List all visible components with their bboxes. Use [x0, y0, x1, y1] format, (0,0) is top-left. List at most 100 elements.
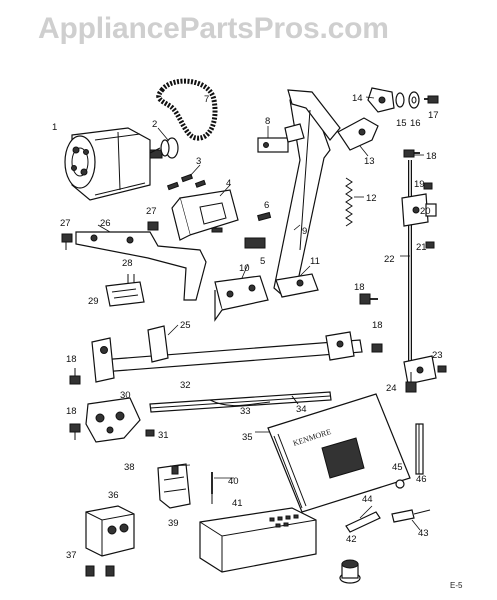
- spool-42: [339, 559, 361, 584]
- callout-17: 17: [428, 110, 439, 121]
- callout-45: 45: [392, 462, 403, 473]
- motor-bracket: [171, 189, 239, 241]
- link-11: [275, 273, 319, 298]
- screw-23: [437, 365, 447, 373]
- callout-20: 20: [420, 206, 431, 217]
- watermark: AppliancePartsPros.com: [38, 12, 389, 45]
- callout-18-left: 18: [66, 354, 77, 365]
- clamp-13: [337, 117, 379, 151]
- screw-18-mid: [359, 293, 378, 305]
- main-lever: [273, 89, 341, 296]
- callout-1: 1: [52, 122, 57, 133]
- callout-15: 15: [396, 118, 407, 129]
- callout-39: 39: [168, 518, 179, 529]
- callout-21: 21: [416, 242, 427, 253]
- vertical-shaft: [401, 160, 429, 370]
- callout-22: 22: [384, 254, 395, 265]
- callout-43: 43: [418, 528, 429, 539]
- callout-7: 7: [204, 94, 209, 105]
- callout-29: 29: [88, 296, 99, 307]
- washer-16: [408, 91, 420, 109]
- callout-30: 30: [120, 390, 131, 401]
- callout-14: 14: [352, 93, 363, 104]
- callout-16: 16: [410, 118, 421, 129]
- screw-27-left: [61, 233, 73, 250]
- spring: [345, 177, 353, 227]
- arm-26: [75, 231, 207, 301]
- callout-13: 13: [364, 156, 375, 167]
- screw-18-right: [371, 343, 383, 353]
- callout-12: 12: [366, 193, 377, 204]
- accessory-box: [199, 507, 317, 573]
- callout-8: 8: [265, 116, 270, 127]
- callout-38: 38: [124, 462, 135, 473]
- screws-6: [211, 211, 272, 233]
- callout-24: 24: [386, 383, 397, 394]
- screw-34: [291, 395, 299, 405]
- washer-15: [395, 92, 405, 108]
- nut-24: [405, 372, 417, 393]
- collar-20: [425, 203, 437, 217]
- callout-labels: 1 2 3 4 5 6 7 8 9 10 11 12 13 14 15 16 1…: [52, 93, 463, 590]
- callout-41: 41: [232, 498, 243, 509]
- manual: [267, 393, 411, 513]
- callout-44: 44: [362, 494, 373, 505]
- screws-3: [166, 173, 207, 191]
- callout-33: 33: [240, 406, 251, 417]
- screws-37: [85, 565, 115, 577]
- callout-32: 32: [180, 380, 191, 391]
- washer-45: [395, 479, 405, 489]
- page-number: E-5: [450, 581, 463, 590]
- washer-inner-16: [411, 96, 417, 104]
- callout-34: 34: [296, 404, 307, 415]
- callout-25: 25: [180, 320, 191, 331]
- screw-18-lower: [69, 423, 81, 440]
- clip: [244, 237, 266, 249]
- bobbin-box: [85, 505, 135, 557]
- callout-11: 11: [310, 256, 320, 267]
- callout-42: 42: [346, 534, 357, 545]
- feed-dog-29: [105, 281, 145, 307]
- screw-31: [145, 429, 155, 437]
- callout-36: 36: [108, 490, 119, 501]
- callout-5: 5: [260, 256, 265, 267]
- drive-belt: [156, 78, 218, 141]
- hook-assembly: [85, 397, 141, 443]
- bracket-8: [257, 137, 289, 153]
- crank-14: [367, 87, 395, 113]
- callout-26: 26: [100, 218, 111, 229]
- feed-crank: [403, 355, 437, 385]
- callout-28: 28: [122, 258, 133, 269]
- link-block: [214, 275, 269, 322]
- motor: [64, 127, 163, 201]
- leader-lines: [97, 96, 424, 531]
- callout-37: 37: [66, 550, 77, 561]
- callout-19: 19: [414, 179, 425, 190]
- rock-shaft: [91, 325, 363, 383]
- screw-18-top: [403, 149, 420, 158]
- callout-40: 40: [228, 476, 239, 487]
- callout-18-right: 18: [372, 320, 383, 331]
- callout-10: 10: [239, 263, 250, 274]
- callout-6: 6: [264, 200, 269, 211]
- hook-shaft: [149, 391, 332, 413]
- callout-46: 46: [416, 474, 427, 485]
- callout-23: 23: [432, 350, 443, 361]
- presser-foot: [157, 463, 191, 509]
- screw-27-right: [147, 221, 159, 231]
- callout-4: 4: [226, 178, 231, 189]
- screw-18-left: [69, 368, 81, 385]
- callout-9: 9: [302, 226, 307, 237]
- tool-43: [391, 509, 431, 523]
- screw-21: [425, 241, 435, 249]
- callout-35: 35: [242, 432, 253, 443]
- callout-27-left: 27: [60, 218, 71, 229]
- callout-31: 31: [158, 430, 169, 441]
- motor-pulley: [149, 137, 179, 159]
- callout-18-lower: 18: [66, 406, 77, 417]
- callout-3: 3: [196, 156, 201, 167]
- callout-18-mid: 18: [354, 282, 365, 293]
- callout-18-top: 18: [426, 151, 437, 162]
